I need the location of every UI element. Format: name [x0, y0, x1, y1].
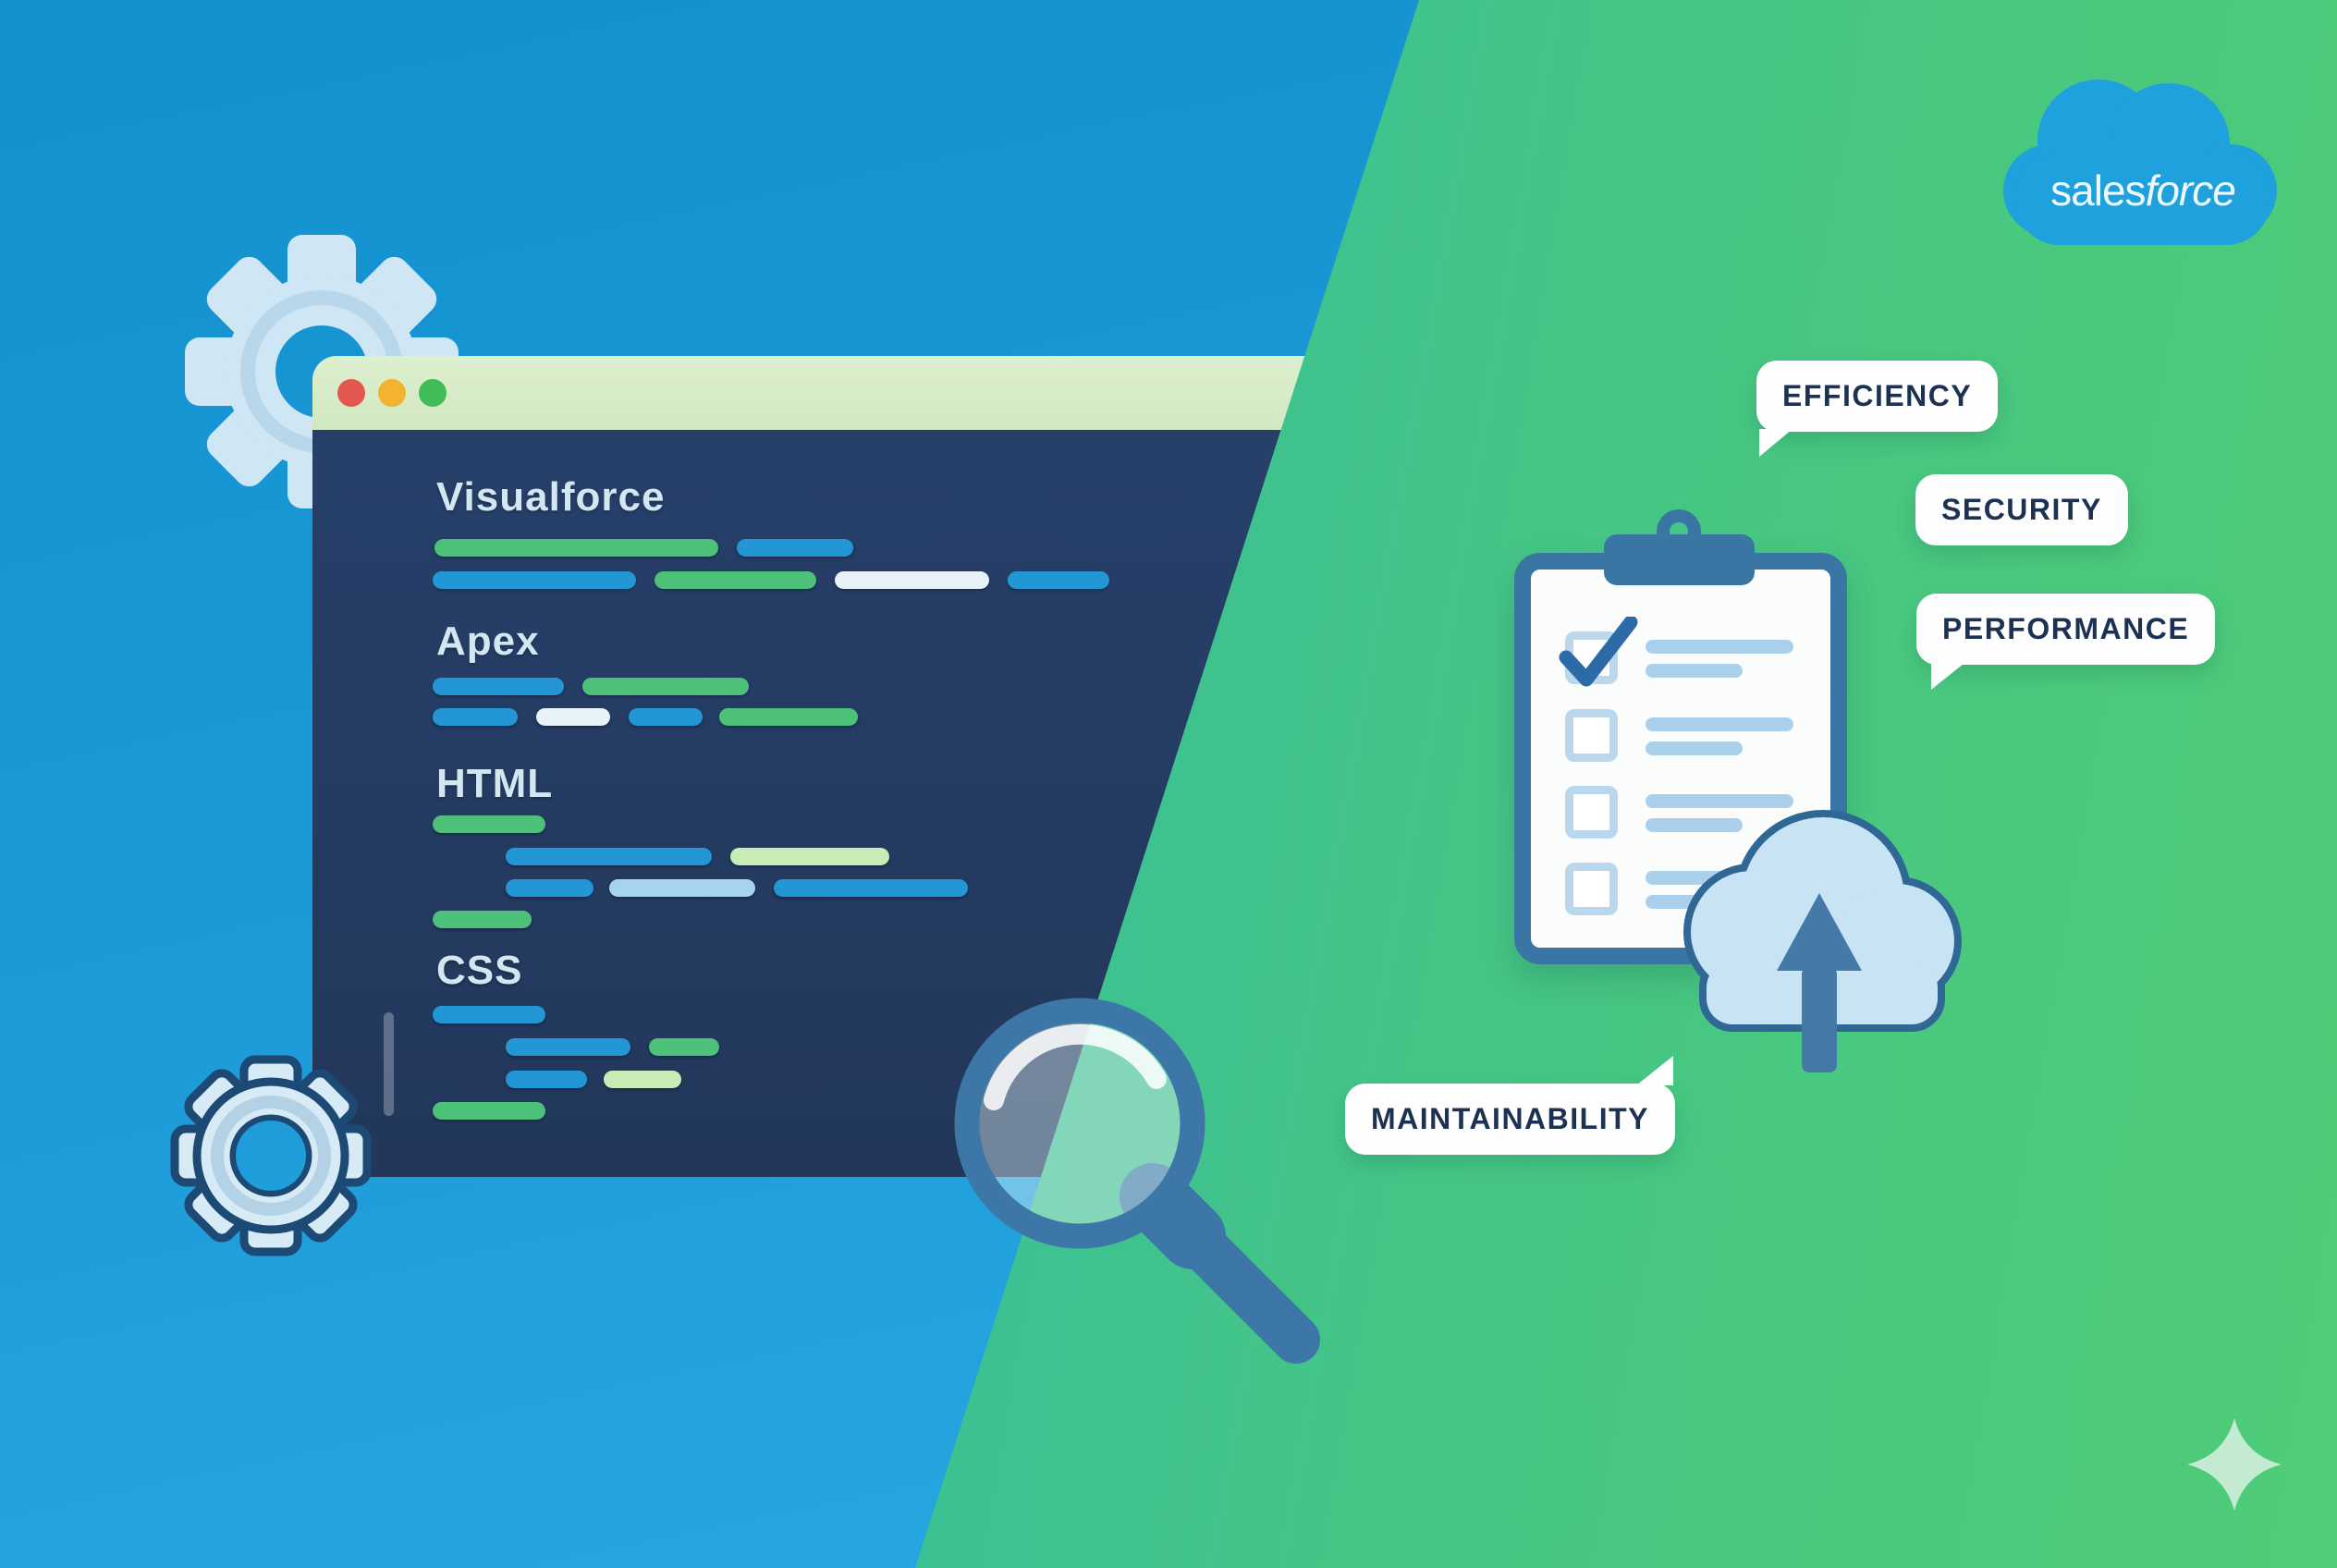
code-bar: [506, 848, 712, 865]
code-section-label: HTML: [436, 761, 554, 806]
code-bar: [433, 1006, 545, 1023]
code-bar: [433, 911, 532, 928]
security-label-bubble: SECURITY: [1915, 474, 2128, 545]
code-bar: [536, 708, 610, 726]
checkbox-empty: [1565, 709, 1618, 762]
code-bar: [433, 571, 636, 589]
checkbox-empty: [1565, 863, 1618, 915]
code-bar: [434, 539, 718, 557]
checklist-line: [1646, 717, 1793, 731]
traffic-light-zoom-icon: [419, 379, 447, 407]
code-bar: [433, 708, 518, 726]
code-bar: [835, 571, 989, 589]
checklist-line: [1646, 741, 1743, 755]
performance-label: PERFORMANCE: [1942, 612, 2190, 645]
maintainability-label: MAINTAINABILITY: [1371, 1102, 1649, 1135]
checklist-line: [1646, 664, 1743, 678]
checklist-line: [1646, 640, 1793, 654]
code-section-label: CSS: [436, 948, 523, 993]
efficiency-label: EFFICIENCY: [1782, 379, 1973, 412]
performance-label-bubble: PERFORMANCE: [1916, 594, 2216, 690]
code-bar: [629, 708, 703, 726]
code-bar: [774, 879, 968, 897]
code-bar: [719, 708, 858, 726]
cloud-upload-icon: [1683, 810, 1962, 1072]
traffic-light-minimize-icon: [378, 379, 406, 407]
maintainability-label-bubble: MAINTAINABILITY: [1345, 1056, 1675, 1155]
magnifier-icon: [954, 998, 1320, 1364]
window-title-bar: [312, 356, 1348, 430]
checklist-line: [1646, 794, 1793, 808]
clipboard-clip: [1604, 534, 1755, 585]
code-section-label: Visualforce: [436, 474, 666, 520]
cursor-line: [384, 1012, 394, 1116]
code-bar: [582, 678, 749, 695]
checklist-items: [1514, 553, 1847, 964]
code-bar: [730, 848, 889, 865]
security-label: SECURITY: [1941, 493, 2102, 526]
checklist-line: [1646, 818, 1743, 832]
code-bar: [604, 1071, 681, 1088]
code-section-label: Apex: [436, 619, 540, 664]
code-bar: [433, 815, 545, 833]
code-bar: [506, 1038, 630, 1056]
code-bar: [609, 879, 755, 897]
sparkle-icon: [2187, 1418, 2282, 1511]
salesforce-logo-cloud: [2003, 80, 2277, 245]
code-bar: [433, 1102, 545, 1120]
gear-icon: [170, 1055, 372, 1256]
traffic-light-close-icon: [337, 379, 365, 407]
code-bar: [737, 539, 853, 557]
code-bar: [433, 678, 564, 695]
efficiency-label-bubble: EFFICIENCY: [1756, 361, 1999, 457]
code-bar: [1008, 571, 1109, 589]
upload-arrow-icon: [1777, 893, 1862, 1072]
code-bar: [655, 571, 816, 589]
code-bar: [506, 1071, 587, 1088]
checkmark-icon: [1559, 617, 1638, 687]
checkbox-empty: [1565, 786, 1618, 839]
code-bar: [506, 879, 593, 897]
salesforce-logo-text: salesforce: [2050, 166, 2236, 214]
code-bar: [649, 1038, 719, 1056]
